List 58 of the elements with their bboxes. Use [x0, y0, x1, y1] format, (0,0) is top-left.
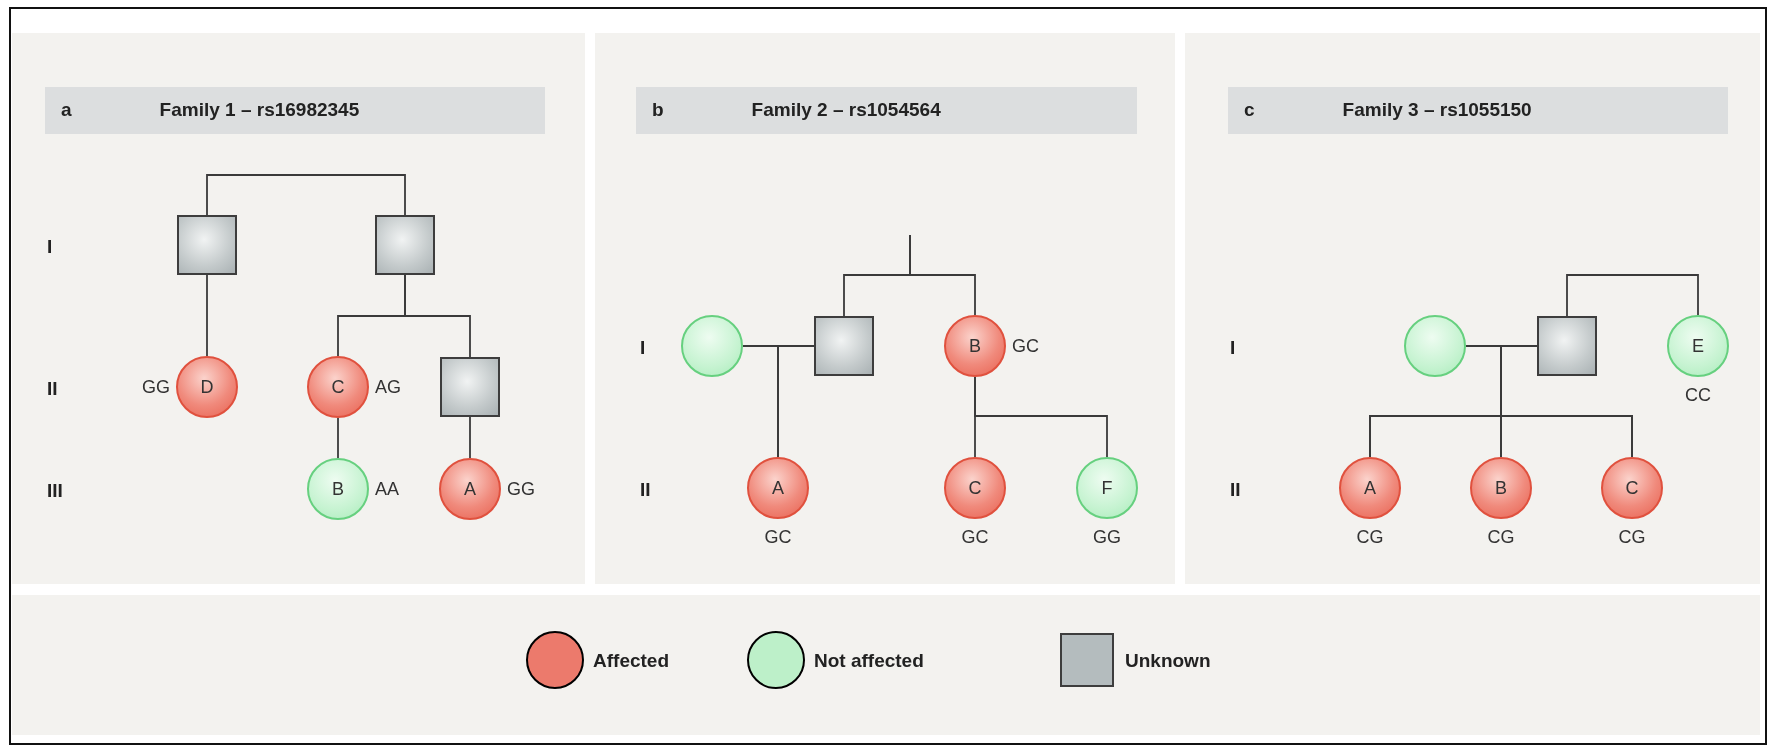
genotype-label: AG [375, 376, 401, 399]
pedigree-line [469, 416, 471, 459]
pedigree-line [1566, 274, 1699, 317]
individual-label: A [1364, 476, 1376, 500]
generation-numeral: II [640, 478, 651, 502]
pedigree-panel [1185, 33, 1760, 584]
individual-label: A [772, 476, 784, 500]
genotype-label: GG [142, 376, 170, 399]
generation-numeral: I [640, 336, 646, 360]
generation-numeral: II [47, 377, 58, 401]
genotype-label: GG [1092, 526, 1122, 549]
genotype-label: GC [763, 526, 793, 549]
genotype-label: GG [507, 478, 535, 501]
pedigree-square [375, 215, 435, 275]
pedigree-line [1500, 345, 1633, 458]
pedigree-square [440, 357, 500, 417]
genotype-label: CG [1617, 526, 1647, 549]
generation-numeral: III [47, 479, 63, 503]
individual-label: C [1625, 476, 1639, 500]
individual-label: B [1495, 476, 1507, 500]
individual-label: C [968, 476, 982, 500]
genotype-label: AA [375, 478, 399, 501]
pedigree-panel [12, 33, 585, 584]
individual-label: F [1101, 476, 1113, 500]
panel-letter: b [652, 98, 664, 123]
individual-label: B [332, 477, 344, 501]
genotype-label: CG [1355, 526, 1385, 549]
pedigree-line [909, 234, 976, 316]
genotype-label: CG [1486, 526, 1516, 549]
panel-letter: c [1244, 98, 1255, 123]
pedigree-square [1537, 316, 1597, 376]
generation-numeral: I [47, 235, 53, 259]
pedigree-line [206, 174, 406, 216]
legend-text: Unknown [1125, 649, 1211, 673]
pedigree-line [974, 376, 1108, 458]
pedigree-panel [595, 33, 1175, 584]
panel-title: Family 2 – rs1054564 [751, 98, 941, 123]
pedigree-line [404, 274, 471, 358]
individual-label: A [464, 477, 476, 501]
genotype-label: GC [1012, 335, 1039, 358]
generation-numeral: I [1230, 336, 1236, 360]
pedigree-line [206, 274, 208, 357]
panel-letter: a [61, 98, 72, 123]
pedigree-line [337, 417, 339, 459]
pedigree-square [177, 215, 237, 275]
legend-text: Affected [593, 649, 669, 673]
genotype-label: GC [960, 526, 990, 549]
individual-label: C [331, 375, 345, 399]
individual-label: B [969, 334, 981, 358]
individual-label: D [200, 375, 214, 399]
individual-label: E [1692, 334, 1704, 358]
panel-title: Family 1 – rs16982345 [159, 98, 360, 123]
pedigree-line [777, 345, 815, 458]
generation-numeral: II [1230, 478, 1241, 502]
panel-title: Family 3 – rs1055150 [1342, 98, 1532, 123]
genotype-label: CC [1684, 384, 1712, 407]
pedigree-square [814, 316, 874, 376]
legend-text: Not affected [814, 649, 924, 673]
